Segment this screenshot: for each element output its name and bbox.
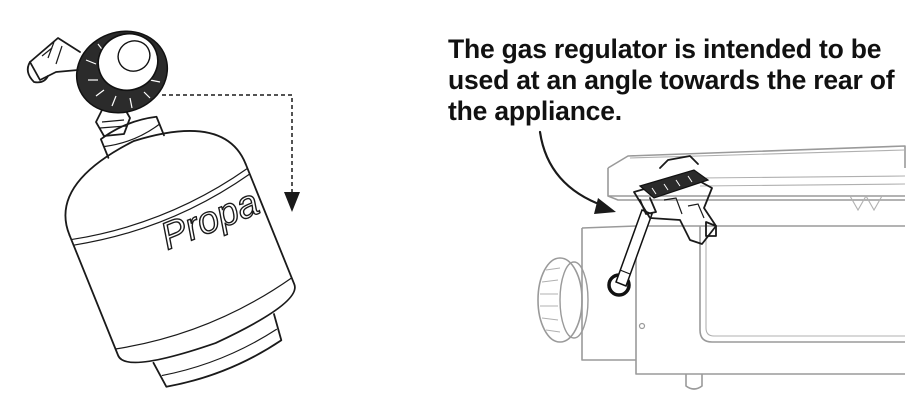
caption-line-3: the appliance. xyxy=(448,96,622,126)
hose xyxy=(615,209,653,287)
tank-label: Propa xyxy=(155,182,265,259)
caption-line-2: used at an angle towards the rear of xyxy=(448,65,895,95)
appliance-regulator xyxy=(633,155,717,245)
propane-tank-illustration: Propa xyxy=(26,30,300,388)
regulator xyxy=(26,30,169,114)
pointer-arrow xyxy=(538,130,616,214)
control-knob xyxy=(537,257,589,343)
caption-line-1: The gas regulator is intended to be xyxy=(448,34,882,64)
rotation-arrow xyxy=(162,94,300,212)
caption: The gas regulator is intended to be used… xyxy=(448,34,918,127)
appliance-illustration xyxy=(537,130,906,390)
